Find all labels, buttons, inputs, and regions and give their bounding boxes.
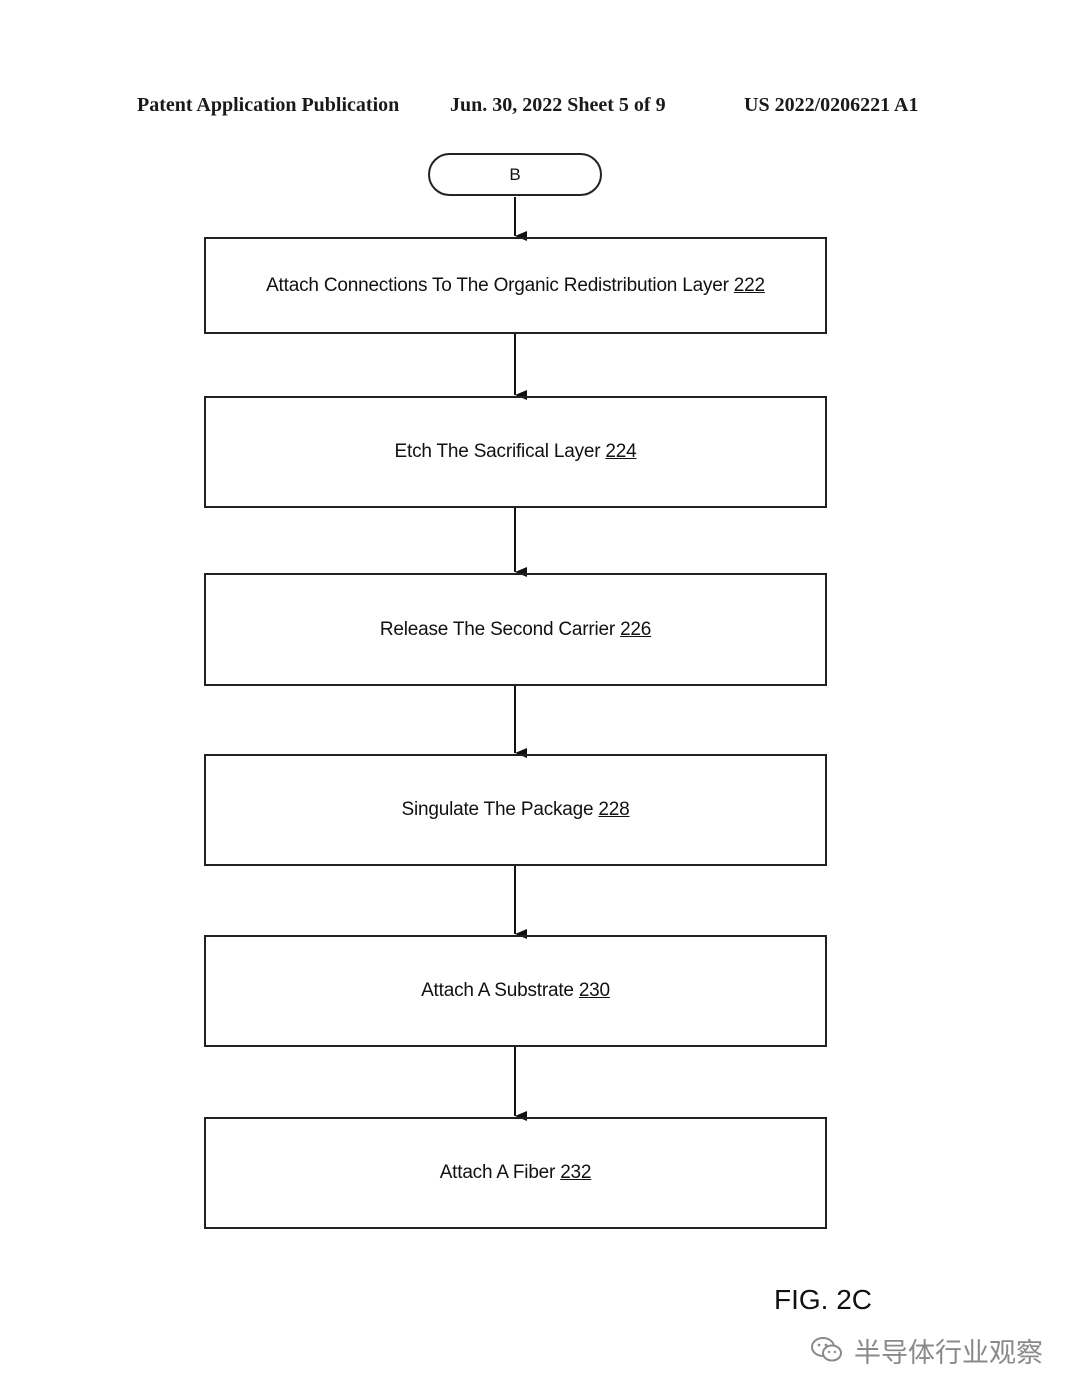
step-ref-number: 224	[605, 441, 637, 462]
step-ref-number: 226	[620, 618, 652, 640]
step-ref-number: 228	[598, 799, 630, 820]
step-text: Singulate The Package	[401, 799, 594, 820]
publication-date-sheet: Jun. 30, 2022 Sheet 5 of 9	[450, 94, 666, 116]
watermark-text: 半导体行业观察	[854, 1337, 1043, 1369]
step-box-222: Attach Connections To The Organic Redist…	[204, 237, 827, 334]
wechat-icon	[811, 1337, 842, 1362]
step-text: Attach Connections To The Organic Redist…	[266, 274, 729, 296]
publication-type: Patent Application Publication	[137, 94, 400, 116]
step-text: Attach A Fiber	[439, 1162, 556, 1183]
step-ref-number: 230	[578, 980, 610, 1001]
figure-label: FIG. 2C	[774, 1284, 873, 1315]
publication-number: US 2022/0206221 A1	[744, 94, 919, 116]
step-text: Attach A Substrate	[421, 980, 574, 1001]
connector-terminal-b: B	[428, 153, 602, 196]
terminal-label: B	[509, 164, 521, 184]
step-text: Etch The Sacrifical Layer	[394, 441, 601, 462]
watermark: 半导体行业观察	[810, 1330, 1043, 1370]
step-ref-number: 222	[733, 274, 765, 296]
step-ref-number: 232	[560, 1162, 592, 1183]
step-text: Release The Second Carrier	[379, 618, 616, 640]
